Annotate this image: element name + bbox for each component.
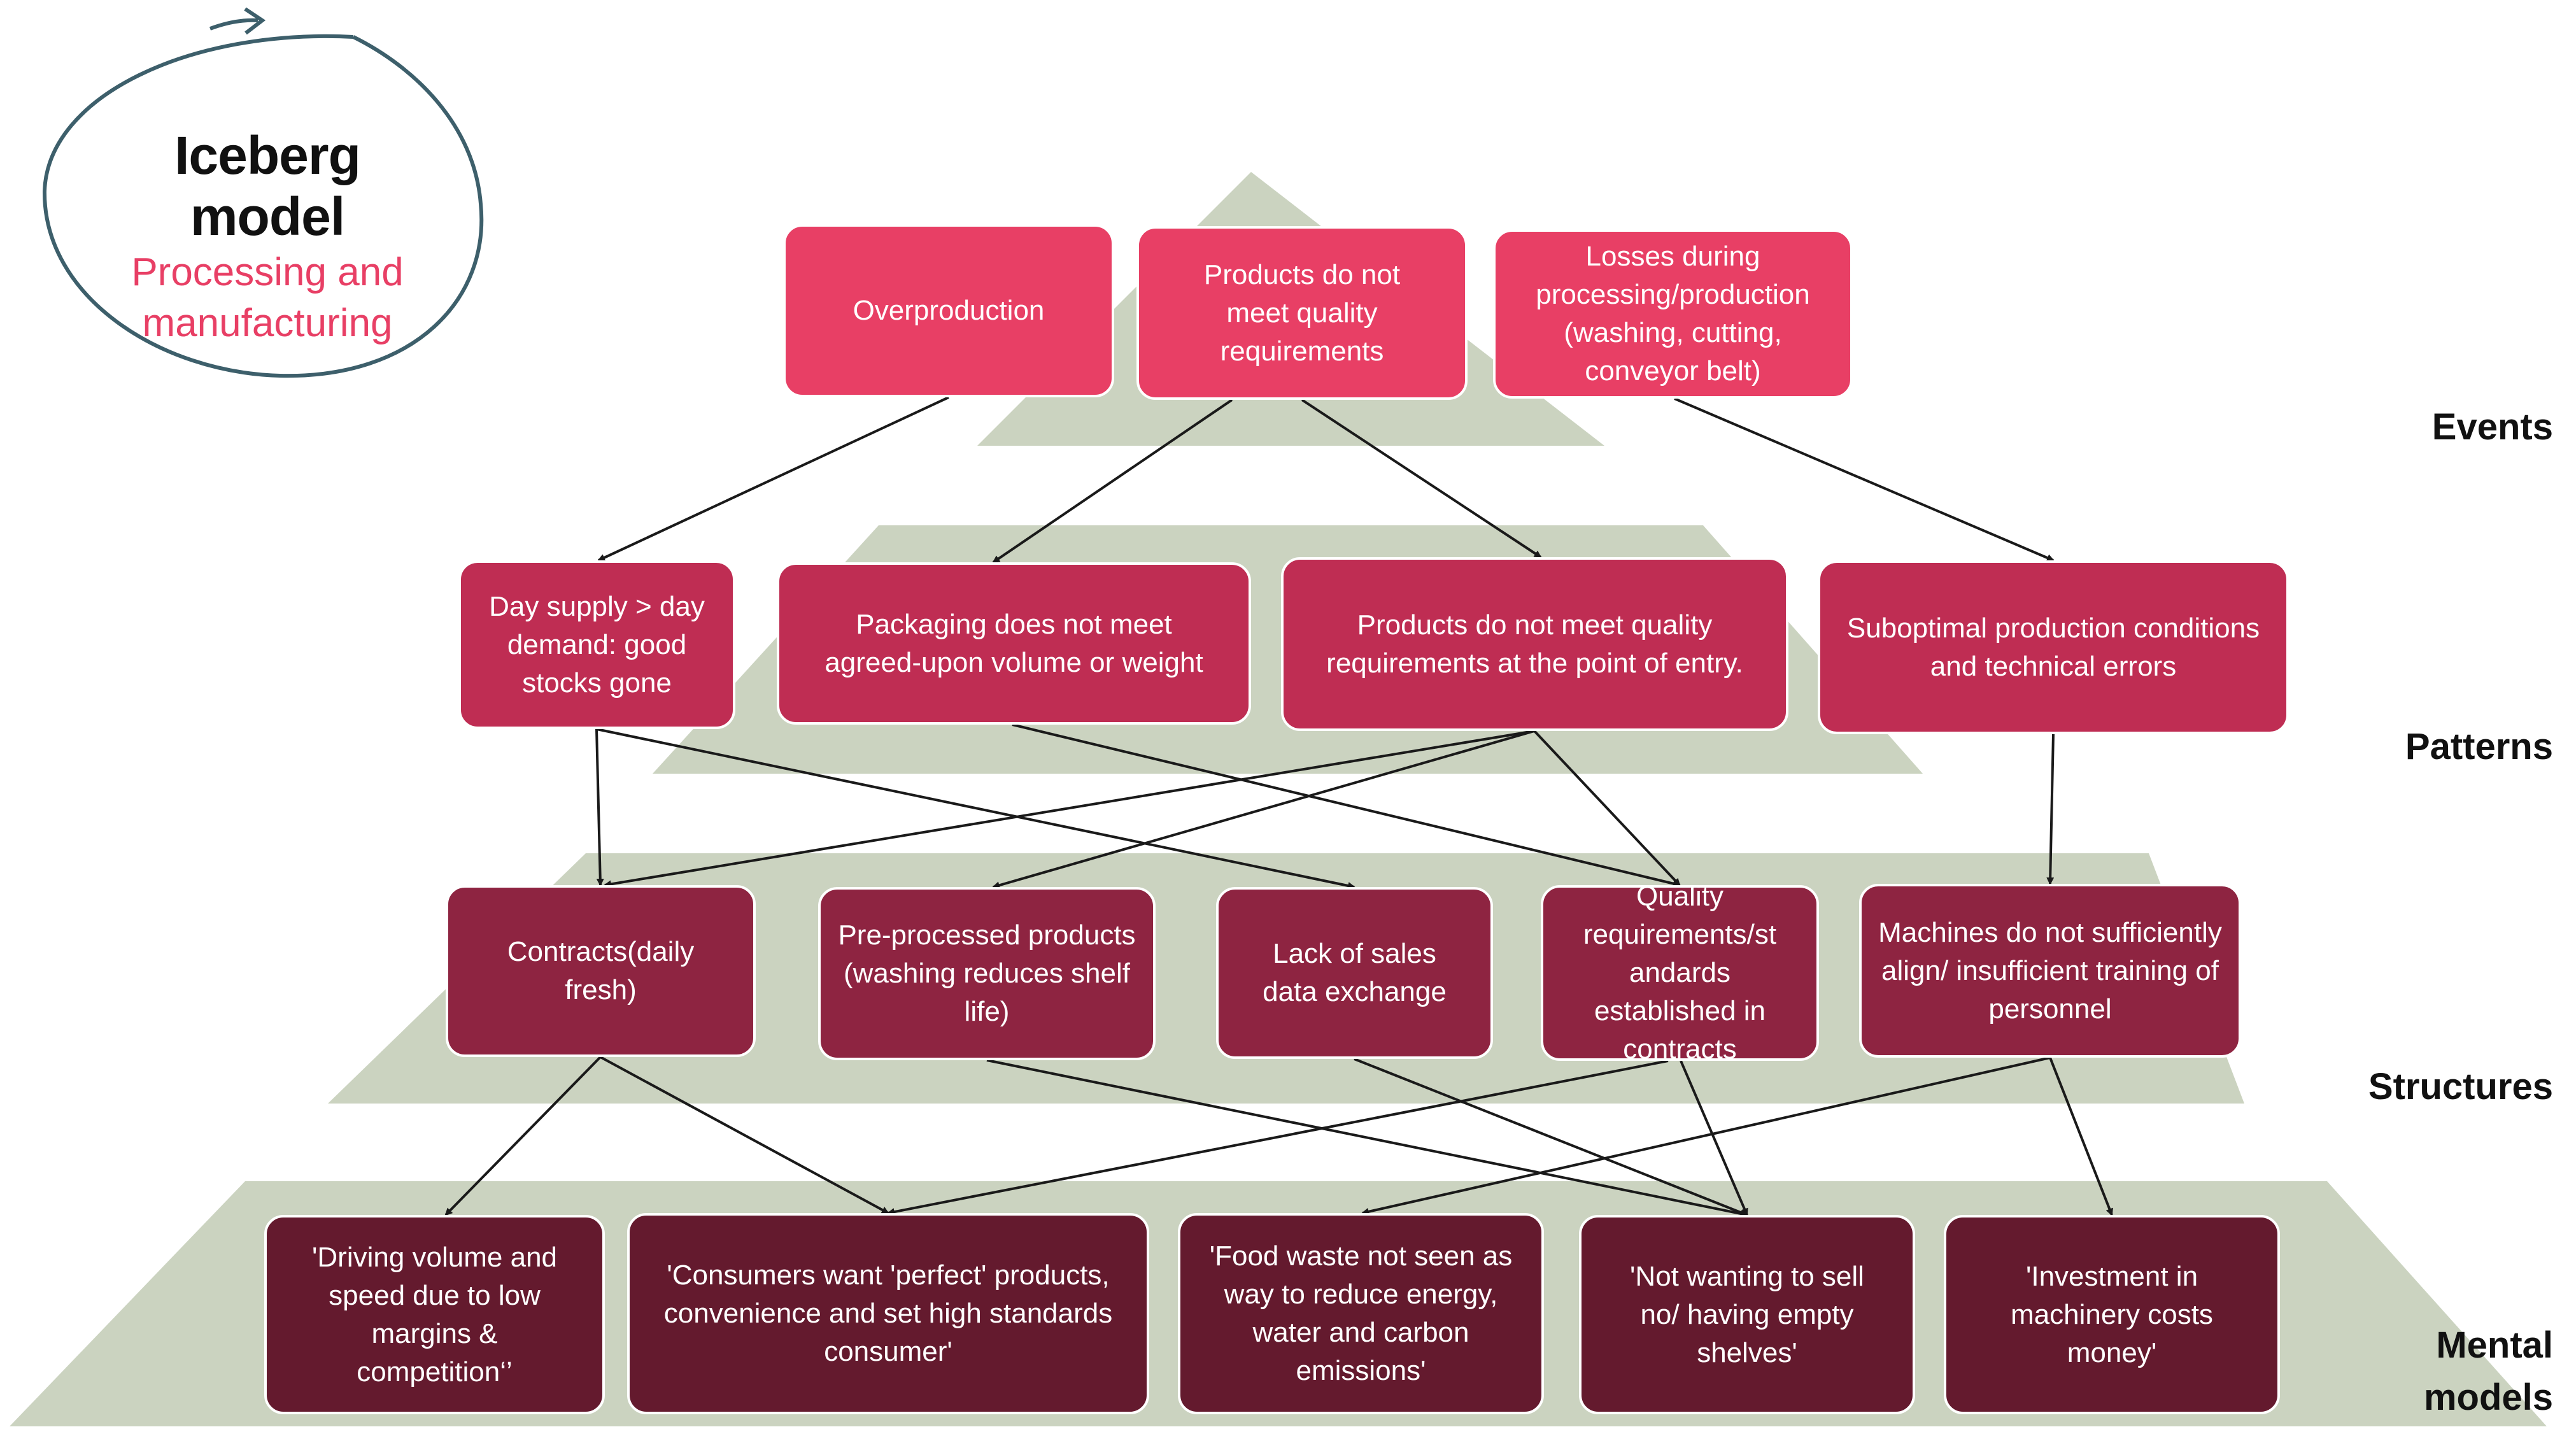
arrow-quality_standards-to-not_wanting_sell bbox=[1680, 1060, 1748, 1216]
mental-model-food-waste: 'Food waste not seen as way to reduce en… bbox=[1178, 1213, 1544, 1414]
mental-model-investment-costs: 'Investment in machinery costs money' bbox=[1944, 1215, 2280, 1414]
level-label-mental-models-line-1: Mental bbox=[2436, 1324, 2553, 1366]
arrow-packaging-to-quality_standards bbox=[1012, 723, 1681, 888]
mental-model-driving-volume: 'Driving volume and speed due to low mar… bbox=[264, 1215, 605, 1414]
pattern-packaging-volume-weight: Packaging does not meet agreed-upon volu… bbox=[777, 562, 1251, 725]
diagram-title-block: Iceberg model Processing and manufacturi… bbox=[96, 125, 439, 349]
arrow-quality_standards-to-consumers_want bbox=[887, 1060, 1669, 1216]
arrow-machines_align-to-food_waste bbox=[1361, 1056, 2051, 1216]
pattern-quality-point-of-entry: Products do not meet quality requirement… bbox=[1281, 557, 1788, 731]
diagram-title: Iceberg model bbox=[174, 125, 361, 246]
level-label-patterns: Patterns bbox=[2405, 726, 2553, 767]
diagram-subtitle-line-1: Processing and bbox=[131, 250, 404, 294]
title-circle-outline bbox=[42, 34, 484, 378]
arrow-quality_point_of_entry-to-contracts_daily bbox=[604, 730, 1535, 888]
arrow-products_not_meet_quality-to-quality_point_of_entry bbox=[1301, 399, 1542, 558]
title-circle-arrow-icon bbox=[209, 18, 258, 31]
mental-model-consumers-want-perfect: 'Consumers want 'perfect' products, conv… bbox=[627, 1213, 1149, 1414]
structure-lack-of-sales-data: Lack of sales data exchange bbox=[1216, 887, 1493, 1059]
event-products-not-meeting-quality: Products do not meet quality requirement… bbox=[1136, 226, 1468, 400]
title-circle-arrowhead-icon bbox=[244, 7, 266, 35]
arrow-products_not_meet_quality-to-packaging bbox=[992, 399, 1233, 564]
event-losses-during-processing: Losses during processing/production (was… bbox=[1493, 229, 1853, 399]
arrow-losses_processing-to-suboptimal_production bbox=[1674, 397, 2055, 562]
structure-quality-standards-in-contracts: Quality requirements/st andards establis… bbox=[1541, 885, 1819, 1061]
pattern-day-supply-exceeds-demand: Day supply > day demand: good stocks gon… bbox=[458, 560, 735, 729]
arrow-quality_point_of_entry-to-pre_processed bbox=[992, 730, 1535, 889]
arrow-suboptimal_production-to-machines_align bbox=[2046, 734, 2055, 885]
level-label-structures: Structures bbox=[2368, 1066, 2553, 1107]
arrow-day_supply-to-lack_sales_data bbox=[596, 728, 1355, 890]
arrow-pre_processed-to-not_wanting_sell bbox=[986, 1059, 1748, 1217]
structure-machines-and-training: Machines do not sufficiently align/ insu… bbox=[1859, 884, 2241, 1058]
arrow-quality_point_of_entry-to-quality_standards bbox=[1533, 730, 1681, 886]
arrow-overproduction-to-day_supply bbox=[597, 396, 949, 562]
arrow-machines_align-to-investment bbox=[2049, 1057, 2113, 1216]
arrow-contracts_daily-to-consumers_want bbox=[600, 1056, 889, 1214]
level-label-mental-models-line-2: models bbox=[2423, 1377, 2553, 1418]
structure-pre-processed-products: Pre-processed products (washing reduces … bbox=[818, 887, 1156, 1060]
mental-model-empty-shelves: 'Not wanting to sell no/ having empty sh… bbox=[1579, 1215, 1915, 1414]
level-label-events: Events bbox=[2431, 406, 2553, 448]
event-overproduction: Overproduction bbox=[783, 224, 1114, 397]
structure-daily-fresh-contracts: Contracts(daily fresh) bbox=[446, 885, 756, 1057]
arrow-lack_sales_data-to-not_wanting_sell bbox=[1354, 1058, 1748, 1216]
pattern-suboptimal-production: Suboptimal production conditions and tec… bbox=[1818, 560, 2289, 734]
arrow-day_supply-to-contracts_daily bbox=[595, 728, 604, 886]
diagram-subtitle-line-2: manufacturing bbox=[142, 301, 393, 345]
arrow-contracts_daily-to-driving_volume bbox=[444, 1056, 602, 1216]
arrow-connections bbox=[444, 396, 2113, 1217]
